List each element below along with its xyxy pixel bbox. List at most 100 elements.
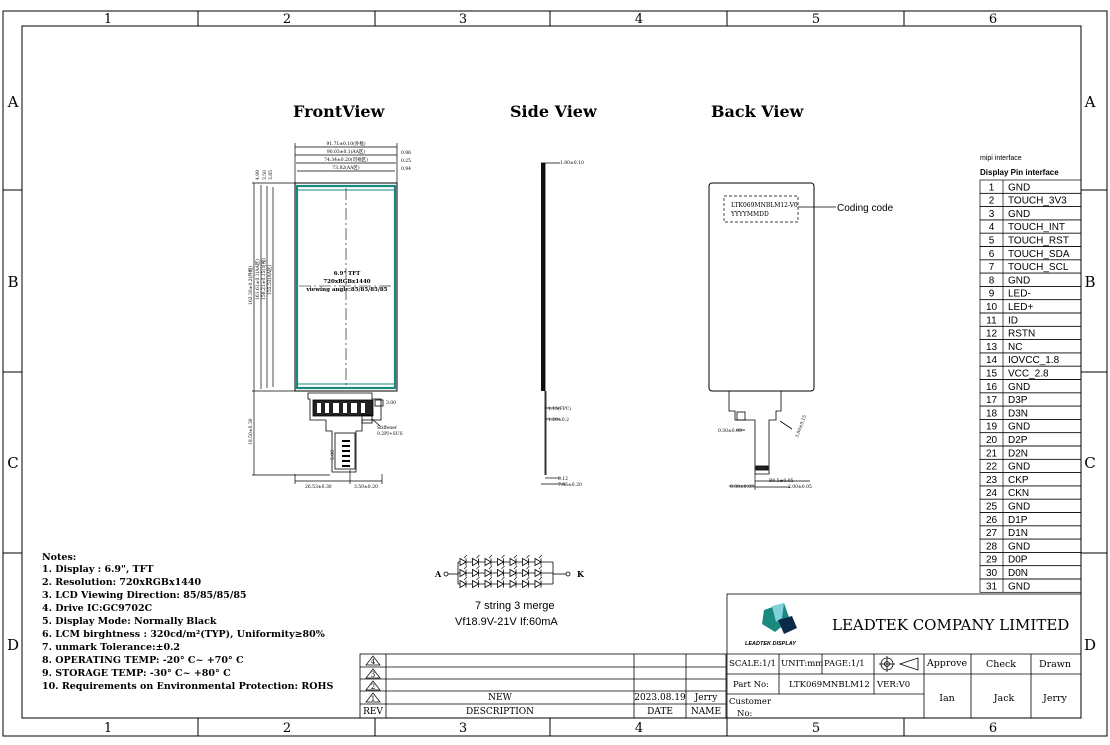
panel-resolution-label: 720xRGBx1440 xyxy=(323,279,370,285)
led-emission-mark xyxy=(463,554,468,559)
pin-signal: ID xyxy=(1008,315,1018,326)
front-dim-left: 158.21±0.15(可视) xyxy=(260,258,267,300)
note-item: 5. Display Mode: Normally Black xyxy=(42,616,217,627)
back-fpc xyxy=(728,391,793,475)
part-no-label: Part No: xyxy=(733,680,769,690)
pin-number: 3 xyxy=(989,209,995,220)
frame-column-labels: 1 2 3 4 5 6 1 2 3 4 5 6 xyxy=(104,12,997,736)
back-fpc-note: R0.5±0.05 xyxy=(769,478,793,484)
pin-number: 27 xyxy=(986,528,998,539)
note-item: 6. LCM birghtness : 320cd/m²(TYP), Unifo… xyxy=(42,629,325,640)
led-anode-terminal xyxy=(443,571,449,577)
led-cathode-terminal xyxy=(565,571,571,577)
drawn-header: Drawn xyxy=(1039,659,1071,670)
pin-signal: D2N xyxy=(1008,448,1028,459)
page-label: PAGE:1/1 xyxy=(824,659,865,669)
led-emission-mark xyxy=(501,565,505,570)
led-diode xyxy=(522,568,530,578)
row-label: D xyxy=(7,636,19,654)
front-panel-outline xyxy=(294,182,398,392)
pin-signal: LED+ xyxy=(1008,302,1033,313)
back-view: LTK069MNBLM12-V0 YYYYMMDD Coding code 0.… xyxy=(708,182,894,490)
pin-number: 12 xyxy=(986,329,998,340)
pin-number: 1 xyxy=(989,182,995,193)
pin-signal: D0N xyxy=(1008,568,1028,579)
pin-signal: GND xyxy=(1008,275,1030,286)
pin-signal: GND xyxy=(1008,182,1030,193)
revision-mark: 4 xyxy=(371,658,376,666)
led-diode xyxy=(522,579,530,589)
front-dim-top-right: 0.86 xyxy=(401,150,411,156)
frame-row-labels: A B C D A B C D xyxy=(7,93,1096,654)
pin-number: 22 xyxy=(986,462,998,473)
pin-signal: D3P xyxy=(1008,395,1028,406)
pin-signal: GND xyxy=(1008,209,1030,220)
pin-signal: GND xyxy=(1008,382,1030,393)
pin-number: 24 xyxy=(986,488,998,499)
approve-header: Approve xyxy=(926,658,968,669)
pin-number: 5 xyxy=(989,236,995,247)
led-diode xyxy=(522,557,530,567)
led-diode xyxy=(497,568,505,578)
side-mid-dim: 1.20±0.2 xyxy=(548,417,569,423)
side-panel-body xyxy=(541,163,545,391)
front-dim-left: 155.52(AA区) xyxy=(266,264,273,295)
pin-row xyxy=(979,272,1082,287)
pin-signal: VCC_2.8 xyxy=(1008,369,1049,380)
pin-number: 9 xyxy=(989,289,995,300)
coding-date: YYYYMMDD xyxy=(730,211,769,218)
pin-signal: RSTN xyxy=(1008,329,1035,340)
side-view: 1.80±0.10 1.15(FPC) 1.20±0.2 0.12 7.86±0… xyxy=(541,160,584,488)
led-diode xyxy=(484,579,492,589)
pin-number: 28 xyxy=(986,541,998,552)
back-view-title: Back View xyxy=(711,102,805,121)
front-dim-top-right: 0.25 xyxy=(401,158,411,164)
pin-row xyxy=(979,179,1082,194)
pin-row xyxy=(979,206,1082,221)
pin-signal: D0P xyxy=(1008,555,1028,566)
pin-number: 10 xyxy=(986,302,998,313)
col-label: 1 xyxy=(104,721,112,736)
revision-mark: 1 xyxy=(371,695,375,703)
front-panel-active-area xyxy=(295,184,397,390)
led-diode xyxy=(509,557,517,567)
led-cathode-label: K xyxy=(577,569,585,579)
notes-title: Notes: xyxy=(42,552,76,563)
back-panel-outline xyxy=(708,182,815,392)
col-label: 4 xyxy=(635,721,643,736)
revision-header-date: DATE xyxy=(647,707,673,717)
pin-number: 14 xyxy=(986,355,998,366)
led-diode xyxy=(497,557,505,567)
scale-label: SCALE:1/1 xyxy=(729,659,776,669)
front-bottom-dim: 26.53±0.30 xyxy=(305,484,332,490)
front-dim-top-right: 0.94 xyxy=(401,166,411,172)
front-dim-left-small: 4.99 xyxy=(255,170,261,180)
led-diode xyxy=(497,579,505,589)
note-item: 2. Resolution: 720xRGBx1440 xyxy=(42,577,201,588)
pin-number: 2 xyxy=(989,196,995,207)
pin-number: 8 xyxy=(989,275,995,286)
side-view-title: Side View xyxy=(510,102,598,121)
led-emission-mark xyxy=(513,554,518,559)
revision-header-name: NAME xyxy=(691,707,721,717)
led-emission-mark xyxy=(526,565,530,570)
unit-label: UNIT:mm xyxy=(781,659,823,669)
front-dim-top: 74.34±0.20(可视区) xyxy=(324,156,368,163)
led-diode xyxy=(534,568,542,578)
revision-header-description: DESCRIPTION xyxy=(466,707,534,717)
pin-number: 31 xyxy=(986,581,998,592)
led-emission-mark xyxy=(538,554,543,559)
pin-signal: CKP xyxy=(1008,475,1029,486)
pin-signal: GND xyxy=(1008,581,1030,592)
front-dim-top: 90.03±0.1(AA区) xyxy=(327,148,366,155)
pin-number: 6 xyxy=(989,249,995,260)
note-item: 4. Drive IC:GC9702C xyxy=(42,603,153,614)
led-emission-mark xyxy=(488,565,493,570)
pin-number: 20 xyxy=(986,435,998,446)
led-circuit: A K 7 string 3 merge Vf18.9V-21V If:60mA xyxy=(434,554,585,628)
col-label: 6 xyxy=(989,721,997,736)
led-emission-mark xyxy=(488,576,493,581)
title-block xyxy=(726,593,1082,719)
col-label: 6 xyxy=(989,12,997,27)
